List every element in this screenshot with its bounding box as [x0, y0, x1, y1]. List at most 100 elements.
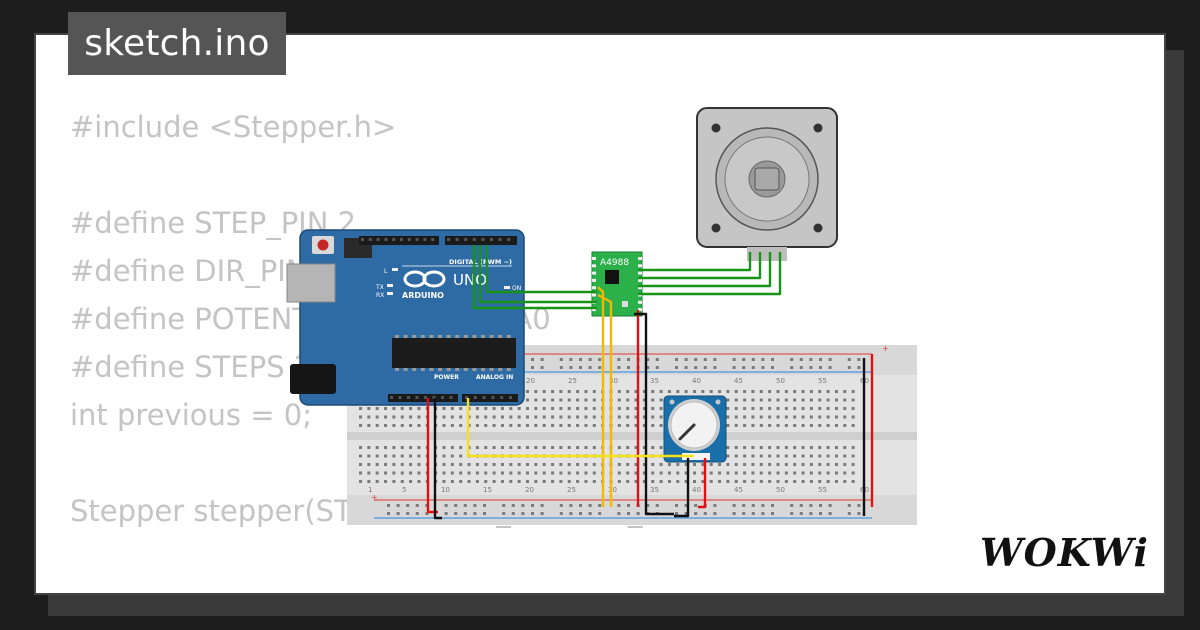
breadboard-hole	[818, 424, 822, 427]
driver-pin	[638, 286, 642, 290]
driver-pins	[592, 257, 642, 312]
breadboard-hole	[809, 390, 813, 393]
breadboard-hole	[851, 463, 855, 466]
filename-tab[interactable]: sketch.ino	[68, 12, 286, 75]
breadboard-hole	[734, 471, 738, 475]
chip-pin	[438, 368, 442, 371]
pin-hole	[481, 238, 485, 241]
breadboard-hole	[776, 471, 780, 475]
code-line: void setup() {	[70, 583, 711, 593]
breadboard-hole	[450, 471, 454, 475]
breadboard-hole	[450, 424, 454, 427]
breadboard-hole	[768, 407, 772, 410]
breadboard-hole	[375, 446, 379, 449]
breadboard-hole	[584, 390, 588, 393]
breadboard-hole	[442, 415, 446, 419]
breadboard-hole	[409, 480, 413, 483]
breadboard-hole	[626, 424, 630, 427]
wokwi-logo: WOKWi	[980, 530, 1148, 575]
breadboard-hole	[567, 446, 571, 449]
rail-hole	[531, 512, 534, 515]
breadboard-hole	[826, 471, 830, 475]
rail-hole	[799, 358, 803, 361]
breadboard-hole	[626, 471, 630, 475]
breadboard-hole	[384, 446, 388, 449]
breadboard-hole	[517, 415, 521, 419]
breadboard-hole	[500, 463, 504, 466]
driver-chip	[605, 270, 619, 284]
rail-hole	[617, 504, 621, 507]
digital-pin-holes	[361, 238, 511, 241]
breadboard-hole	[726, 471, 730, 475]
breadboard-hole	[459, 424, 463, 427]
breadboard-hole	[784, 390, 788, 393]
rail-hole	[502, 512, 506, 515]
rail-hole	[847, 512, 851, 515]
chip-pin	[481, 335, 485, 338]
rail-hole	[396, 512, 400, 515]
breadboard-hole	[359, 446, 362, 449]
breadboard-hole	[801, 480, 805, 483]
breadboard-hole	[701, 471, 705, 475]
rail-hole	[531, 358, 534, 361]
pin-hole	[400, 238, 403, 241]
breadboard-hole	[492, 446, 496, 449]
breadboard-hole	[834, 471, 838, 475]
breadboard-hole	[768, 398, 772, 402]
breadboard-hole	[392, 471, 396, 475]
chip-pin	[455, 368, 460, 371]
rail-hole	[588, 358, 592, 361]
breadboard-hole	[450, 463, 454, 466]
breadboard-hole	[784, 454, 788, 458]
breadboard-hole	[776, 398, 780, 402]
breadboard-hole	[751, 407, 755, 410]
breadboard-hole	[400, 446, 404, 449]
led-l	[392, 268, 398, 271]
driver-pin	[592, 308, 596, 312]
rail-hole	[684, 366, 688, 369]
breadboard-hole	[734, 407, 738, 410]
breadboard-hole	[559, 471, 563, 475]
column-number: 55	[818, 486, 827, 494]
rail-hole	[799, 512, 803, 515]
driver-pin	[592, 286, 596, 290]
rail-hole	[569, 504, 573, 507]
breadboard-hole	[417, 415, 421, 419]
breadboard-hole	[559, 390, 563, 393]
breadboard-hole	[667, 463, 671, 466]
wire-step-2	[472, 245, 597, 310]
breadboard-hole	[517, 407, 521, 410]
breadboard-hole	[626, 415, 630, 419]
rail-hole	[598, 358, 602, 361]
pin-hole	[465, 396, 468, 399]
breadboard-hole	[417, 454, 421, 458]
column-number: 35	[650, 486, 659, 494]
power-header	[388, 394, 458, 402]
breadboard-hole	[843, 415, 847, 419]
rail-hole	[809, 504, 813, 507]
breadboard-hole	[768, 415, 772, 419]
analog-header	[462, 394, 518, 402]
breadboard-hole	[751, 454, 755, 458]
breadboard-hole	[701, 463, 705, 466]
breadboard-hole	[801, 424, 805, 427]
analog-label: ANALOG IN	[476, 374, 513, 381]
pin-hole	[368, 238, 372, 241]
breadboard-hole	[484, 480, 488, 483]
model-label: UNO	[453, 271, 487, 289]
breadboard-hole	[634, 407, 638, 410]
breadboard-hole	[542, 463, 546, 466]
breadboard-hole	[384, 454, 388, 458]
breadboard-hole	[776, 424, 780, 427]
breadboard-hole	[584, 446, 588, 449]
rail-hole	[761, 358, 765, 361]
breadboard-hole	[617, 424, 621, 427]
breadboard-hole	[526, 480, 529, 483]
breadboard-hole	[801, 415, 805, 419]
breadboard-hole	[784, 480, 788, 483]
breadboard-hole	[743, 480, 747, 483]
breadboard-hole	[500, 446, 504, 449]
breadboard-hole	[475, 446, 479, 449]
breadboard-hole	[526, 424, 529, 427]
breadboard-hole	[784, 463, 788, 466]
